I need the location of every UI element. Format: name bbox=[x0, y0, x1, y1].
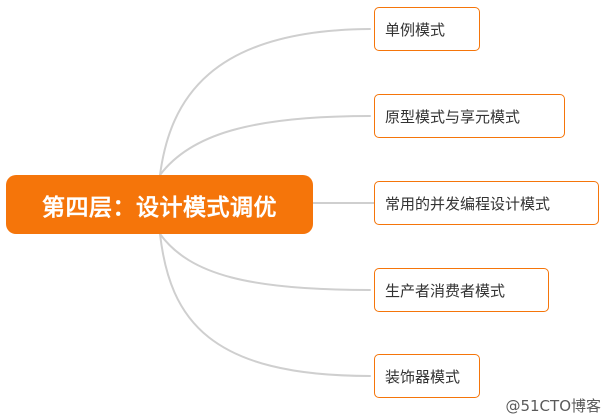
branch-label: 装饰器模式 bbox=[385, 367, 461, 386]
branch-label: 常用的并发编程设计模式 bbox=[385, 194, 551, 213]
root-label: 第四层：设计模式调优 bbox=[42, 194, 277, 221]
connector-to-branch-2 bbox=[159, 115, 371, 176]
root-node[interactable]: 第四层：设计模式调优 bbox=[6, 175, 313, 234]
branch-label: 原型模式与享元模式 bbox=[385, 107, 521, 126]
branch-label: 生产者消费者模式 bbox=[385, 281, 506, 300]
connector-to-branch-1 bbox=[159, 28, 371, 176]
branch-node-producer-consumer[interactable]: 生产者消费者模式 bbox=[374, 268, 549, 312]
branch-node-decorator[interactable]: 装饰器模式 bbox=[374, 354, 480, 398]
branch-node-prototype-flyweight[interactable]: 原型模式与享元模式 bbox=[374, 94, 565, 138]
branch-node-concurrency-patterns[interactable]: 常用的并发编程设计模式 bbox=[374, 181, 599, 225]
connector-to-branch-4 bbox=[159, 233, 371, 291]
connector-to-branch-5 bbox=[159, 233, 371, 377]
branch-node-singleton[interactable]: 单例模式 bbox=[374, 7, 480, 51]
watermark: @51CTO博客 bbox=[505, 397, 601, 415]
branch-label: 单例模式 bbox=[385, 20, 446, 39]
